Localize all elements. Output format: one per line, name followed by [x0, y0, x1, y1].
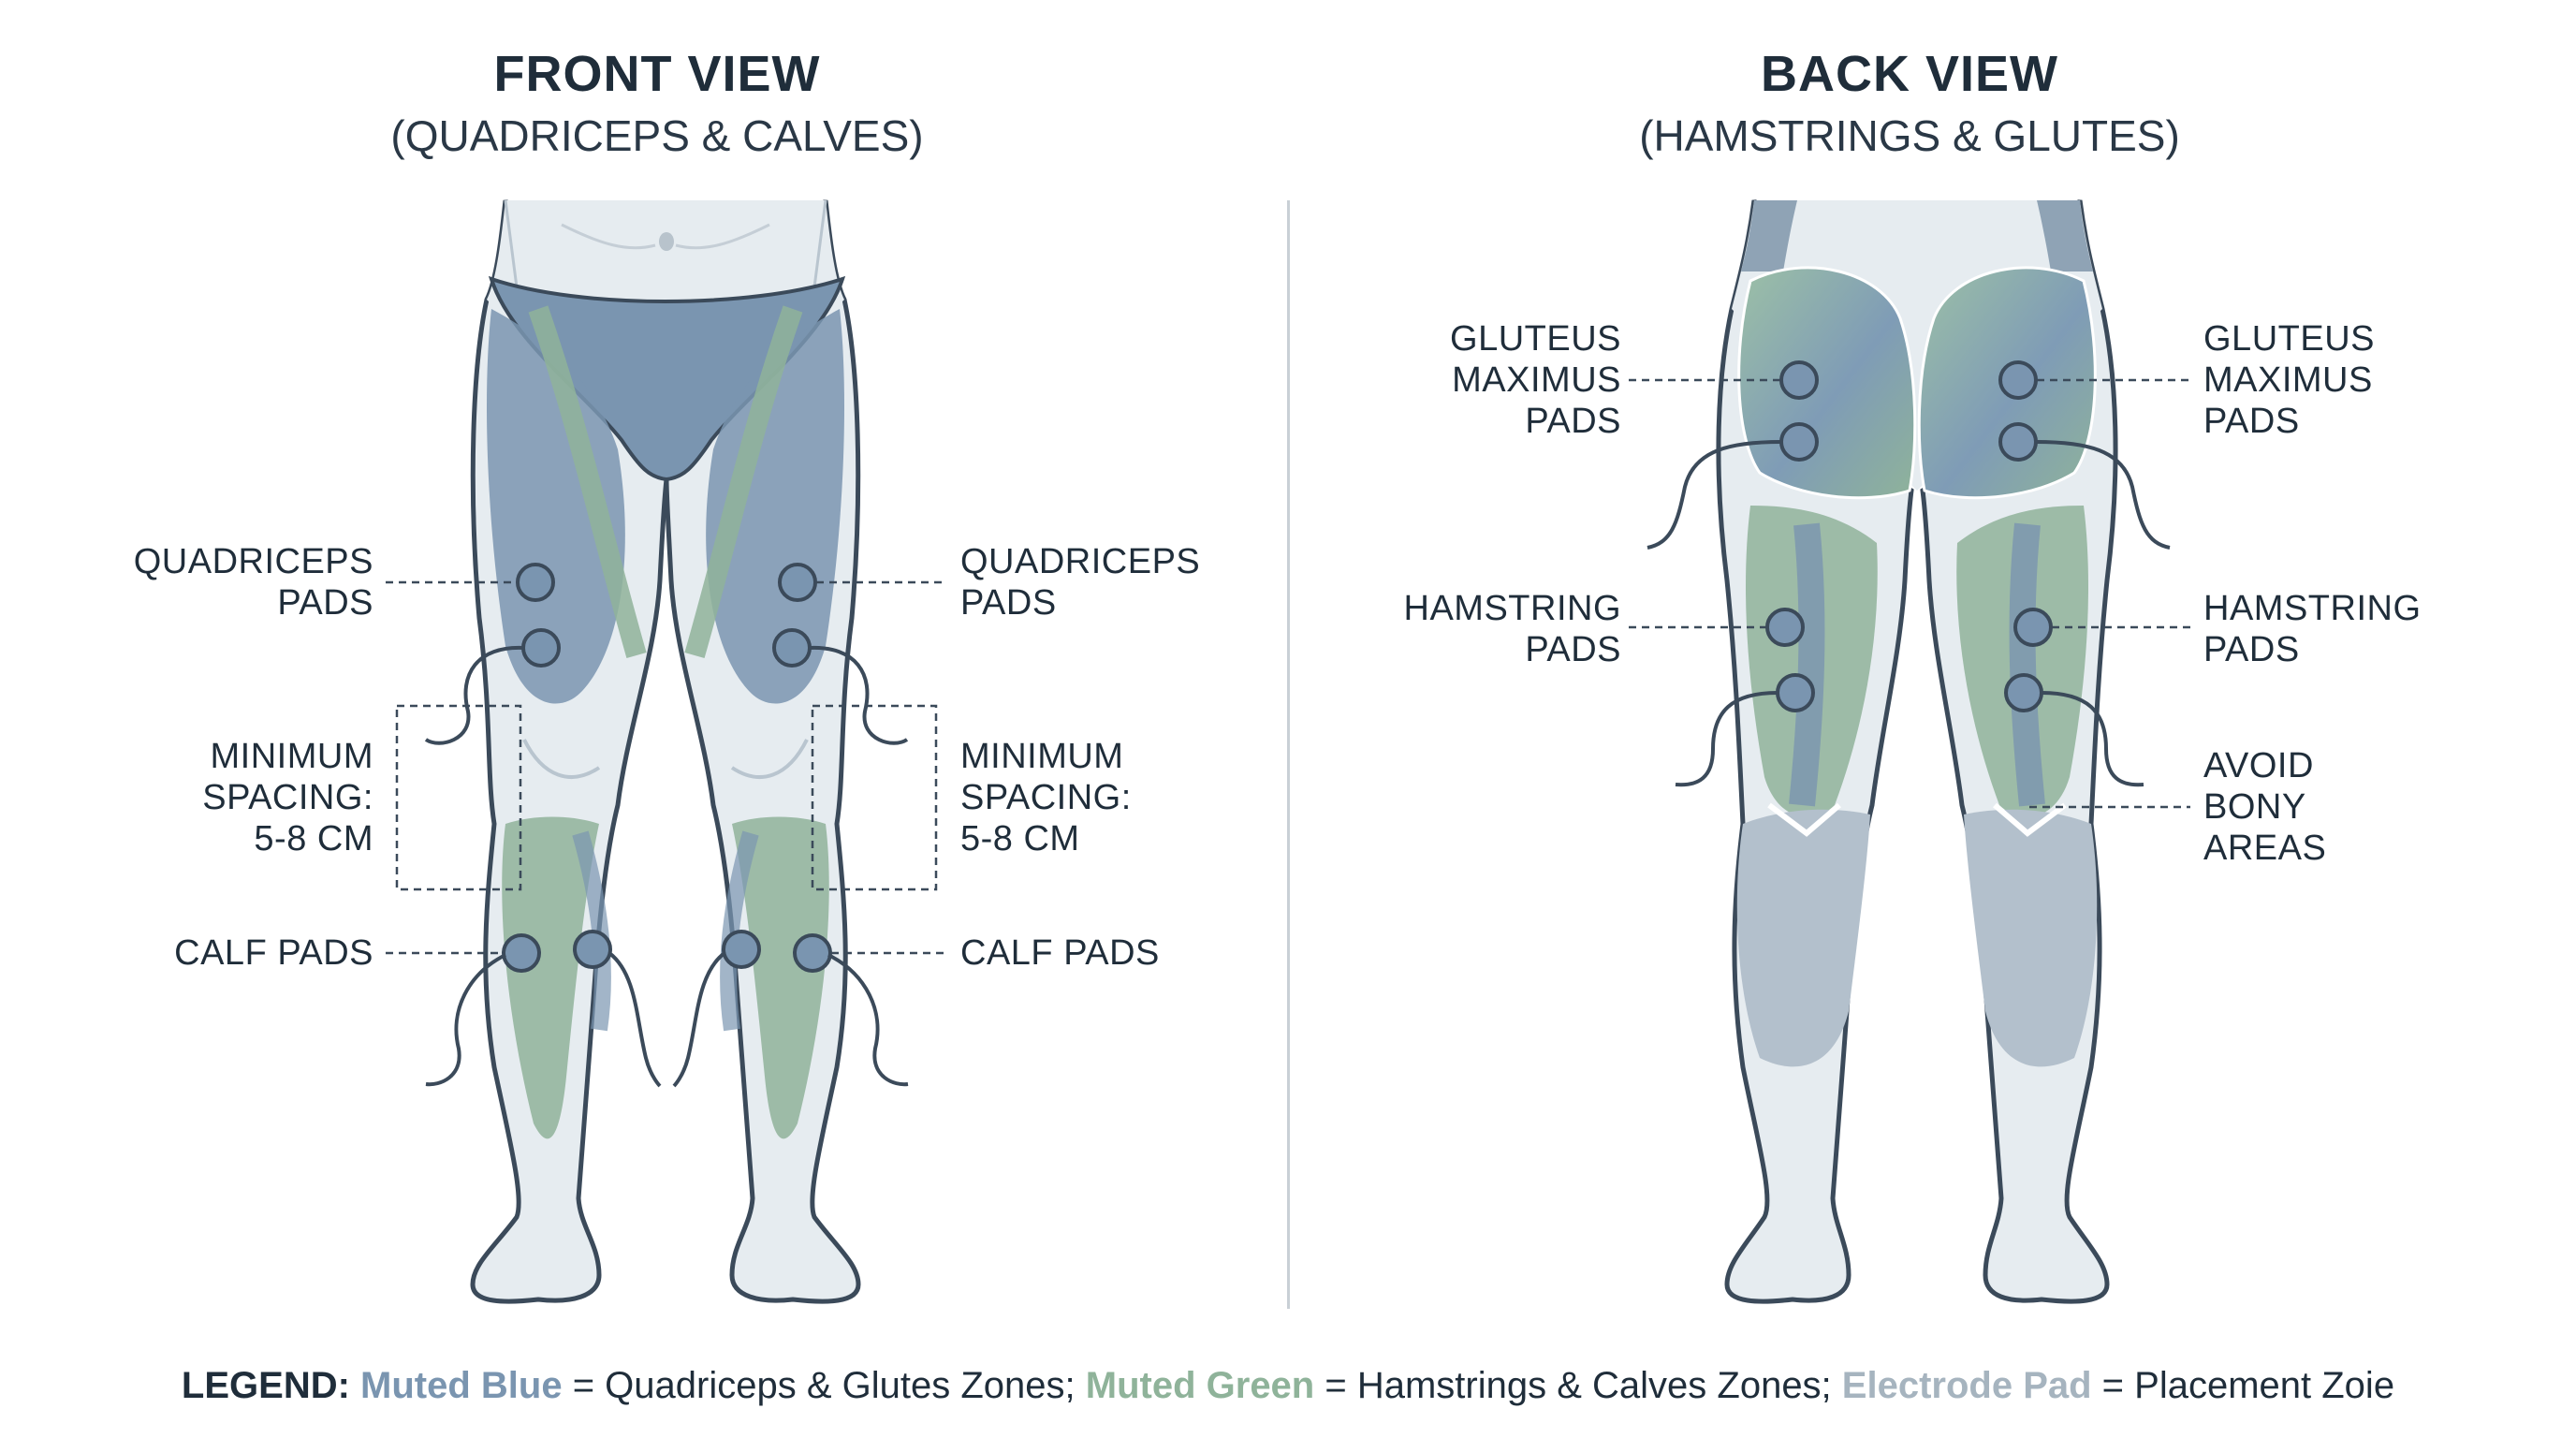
- legend-key: LEGEND:: [181, 1365, 350, 1406]
- back-view-heading: BACK VIEW: [1761, 46, 2058, 102]
- front-left-calf: [502, 816, 599, 1139]
- legend-blue-name: Muted Blue: [360, 1365, 563, 1406]
- label-text: GLUTEUS MAXIMUS PADS: [1450, 319, 1621, 441]
- back-figure: [1629, 199, 2190, 1304]
- back-view-subtitle: (HAMSTRINGS & GLUTES): [1639, 111, 2180, 160]
- legend-green-name: Muted Green: [1085, 1365, 1315, 1406]
- label-text: HAMSTRING PADS: [2203, 589, 2422, 669]
- back-right-calf: [1964, 809, 2098, 1067]
- electrode-pad-ham-right-lower: [2004, 673, 2043, 712]
- back-wires: [1647, 440, 2171, 787]
- electrode-pad-quad-left-upper: [516, 563, 555, 602]
- legend: LEGEND: Muted Blue = Quadriceps & Glutes…: [0, 1365, 2576, 1407]
- label-quadriceps-pads-left: QUADRICEPS PADS: [134, 541, 373, 624]
- label-quadriceps-pads-right: QUADRICEPS PADS: [960, 541, 1200, 624]
- electrode-pad-glute-right-upper: [1998, 360, 2038, 400]
- navel: [659, 232, 674, 251]
- label-gluteus-pads-right: GLUTEUS MAXIMUS PADS: [2203, 318, 2375, 442]
- back-left-glute: [1737, 266, 1917, 500]
- back-view-title: BACK VIEW (HAMSTRINGS & GLUTES): [1488, 45, 2331, 161]
- electrode-pad-calf-right-2: [793, 933, 832, 973]
- legend-green-desc: = Hamstrings & Calves Zones;: [1314, 1365, 1842, 1406]
- electrode-pad-glute-left-lower: [1779, 422, 1819, 462]
- electrode-pad-quad-right-lower: [772, 628, 812, 668]
- electrode-pad-calf-right-1: [722, 930, 761, 969]
- legend-pad-desc: = Placement Zoie: [2091, 1365, 2395, 1406]
- legend-blue-desc: = Quadriceps & Glutes Zones;: [562, 1365, 1086, 1406]
- electrode-pad-calf-left-2: [573, 930, 612, 969]
- back-pads: [1765, 360, 2053, 712]
- front-view-heading: FRONT VIEW: [493, 46, 821, 102]
- label-text: CALF PADS: [960, 933, 1160, 973]
- electrode-pad-quad-right-upper: [778, 563, 817, 602]
- front-view-title: FRONT VIEW (QUADRICEPS & CALVES): [236, 45, 1078, 161]
- electrode-pad-glute-left-upper: [1779, 360, 1819, 400]
- electrode-pad-quad-left-lower: [521, 628, 561, 668]
- label-calf-pads-left: CALF PADS: [174, 932, 373, 974]
- label-text: GLUTEUS MAXIMUS PADS: [2203, 319, 2375, 441]
- label-text: AVOID BONY AREAS: [2203, 746, 2327, 868]
- label-text: HAMSTRING PADS: [1403, 589, 1621, 669]
- label-hamstring-pads-left: HAMSTRING PADS: [1404, 588, 1622, 670]
- label-text: QUADRICEPS PADS: [960, 542, 1201, 623]
- electrode-pad-calf-left-1: [502, 933, 541, 973]
- front-left-quad: [487, 309, 625, 704]
- electrode-pad-ham-right-upper: [2013, 608, 2053, 647]
- label-minimum-spacing-left: MINIMUM SPACING: 5-8 CM: [202, 736, 373, 859]
- back-leaders: [1629, 378, 2190, 809]
- electrode-pad-glute-right-lower: [1998, 422, 2038, 462]
- label-avoid-bony-areas: AVOID BONY AREAS: [2203, 745, 2326, 869]
- front-right-quad: [706, 309, 844, 704]
- label-minimum-spacing-right: MINIMUM SPACING: 5-8 CM: [960, 736, 1132, 859]
- label-gluteus-pads-left: GLUTEUS MAXIMUS PADS: [1450, 318, 1621, 442]
- front-wires: [424, 645, 909, 1088]
- label-text: MINIMUM SPACING: 5-8 CM: [960, 737, 1132, 858]
- label-text: MINIMUM SPACING: 5-8 CM: [202, 737, 373, 858]
- back-left-calf: [1736, 809, 1870, 1067]
- view-divider: [1287, 200, 1290, 1309]
- label-calf-pads-right: CALF PADS: [960, 932, 1160, 974]
- front-figure: [386, 199, 947, 1304]
- legend-pad-name: Electrode Pad: [1841, 1365, 2092, 1406]
- front-pads: [502, 563, 832, 973]
- electrode-pad-ham-left-upper: [1765, 608, 1805, 647]
- electrode-pad-ham-left-lower: [1776, 673, 1815, 712]
- front-right-calf: [732, 816, 829, 1139]
- label-hamstring-pads-right: HAMSTRING PADS: [2203, 588, 2422, 670]
- label-text: QUADRICEPS PADS: [133, 542, 373, 623]
- label-text: CALF PADS: [174, 933, 373, 973]
- front-leaders: [386, 580, 947, 955]
- front-view-subtitle: (QUADRICEPS & CALVES): [390, 111, 924, 160]
